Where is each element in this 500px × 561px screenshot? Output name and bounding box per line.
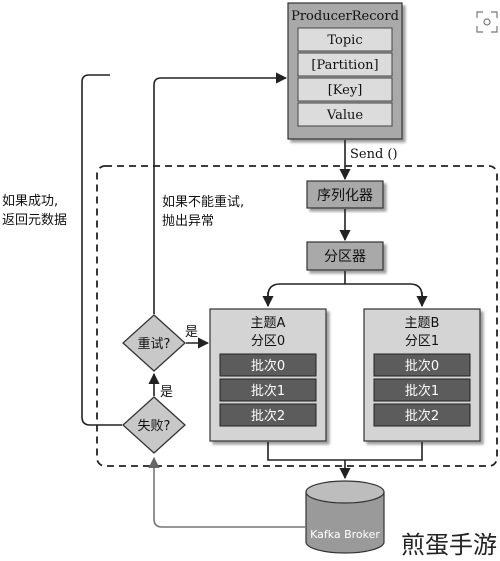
producer-boundary	[96, 165, 498, 467]
partitioner-box: 分区器	[306, 241, 384, 271]
partitioner-fanout-line	[267, 271, 423, 297]
batch-box: 批次1	[219, 378, 317, 402]
success-note: 如果成功, 返回元数据	[2, 193, 67, 228]
batch-box: 批次2	[373, 403, 471, 427]
retry-decision-diamond: 重试?	[122, 314, 186, 372]
producer-record-field: [Key]	[297, 77, 393, 102]
svg-text:如果不能重试,: 如果不能重试,	[162, 194, 244, 210]
send-label: Send ()	[350, 147, 398, 162]
svg-text:如果成功,: 如果成功,	[2, 193, 58, 209]
no-retry-note: 如果不能重试, 抛出异常	[162, 194, 244, 229]
producer-record-field: Value	[297, 102, 393, 127]
batch-box: 批次2	[219, 403, 317, 427]
svg-text:[Key]: [Key]	[328, 83, 363, 98]
batch-box: 批次1	[373, 378, 471, 402]
topic-a-partition: 分区0	[251, 334, 285, 349]
expand-icon[interactable]	[476, 11, 498, 33]
kafka-broker-cylinder: Kafka Broker	[305, 480, 385, 554]
svg-text:批次1: 批次1	[251, 383, 285, 399]
success-loop	[81, 74, 122, 426]
svg-text:批次2: 批次2	[405, 408, 439, 424]
serializer-box: 序列化器	[306, 180, 384, 209]
topic-a-box: 主题A 分区0 批次0 批次1 批次2	[209, 308, 327, 442]
producer-record-field: [Partition]	[297, 52, 393, 77]
svg-text:批次0: 批次0	[405, 358, 439, 374]
svg-text:批次0: 批次0	[251, 358, 285, 374]
broker-response-line	[148, 456, 306, 528]
topic-b-title: 主题B	[405, 316, 440, 331]
producer-record-title: ProducerRecord	[291, 9, 399, 24]
topic-b-box: 主题B 分区1 批次0 批次1 批次2	[363, 308, 481, 442]
producer-record-field: Topic	[297, 27, 393, 52]
producer-record-box: ProducerRecord Topic [Partition] [Key] V…	[287, 2, 403, 140]
svg-text:Value: Value	[326, 108, 363, 123]
svg-text:返回元数据: 返回元数据	[2, 213, 67, 228]
topic-b-partition: 分区1	[405, 334, 439, 349]
svg-text:失败?: 失败?	[138, 419, 171, 434]
svg-text:批次1: 批次1	[405, 383, 439, 399]
kafka-broker-label: Kafka Broker	[310, 528, 380, 541]
svg-text:分区器: 分区器	[324, 249, 366, 265]
svg-text:[Partition]: [Partition]	[311, 58, 378, 73]
svg-text:批次2: 批次2	[251, 408, 285, 424]
no-retry-loop	[153, 72, 288, 314]
retry-yes-label: 是	[185, 325, 198, 340]
svg-text:重试?: 重试?	[138, 336, 171, 352]
batch-box: 批次0	[219, 353, 317, 377]
batch-box: 批次0	[373, 353, 471, 377]
svg-text:抛出异常: 抛出异常	[162, 214, 214, 229]
svg-text:Topic: Topic	[327, 33, 362, 48]
failed-decision-diamond: 失败?	[122, 396, 186, 454]
svg-text:序列化器: 序列化器	[317, 188, 373, 204]
failed-yes-label: 是	[160, 385, 173, 400]
topic-a-title: 主题A	[251, 316, 286, 331]
watermark-text: 煎蛋手游	[401, 531, 497, 559]
